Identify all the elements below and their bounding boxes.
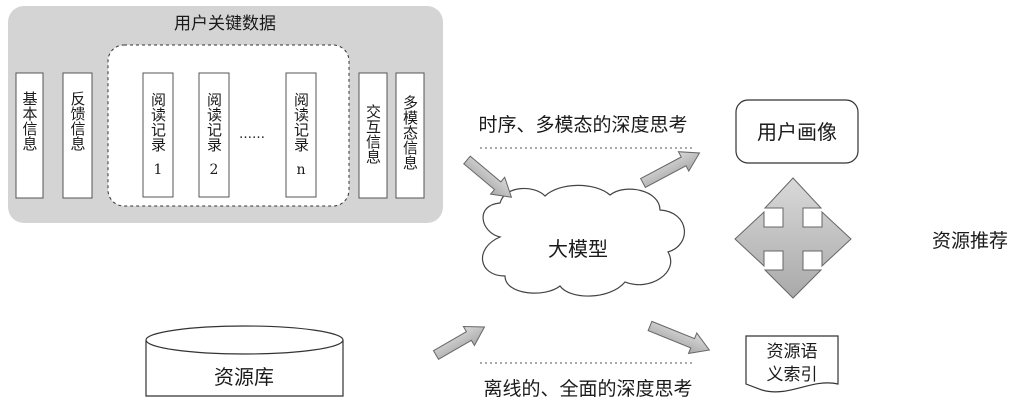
resource-library-cylinder: 资源库: [145, 325, 344, 397]
large-model-cloud: 大模型: [482, 184, 685, 297]
feedback-info-label: 反馈信息: [69, 91, 87, 151]
feedback-info-card: 反馈信息: [62, 72, 93, 199]
resource-library-label: 资源库: [214, 365, 274, 389]
arrow-model-to-profile: [639, 151, 701, 189]
bottom-thinking-label: 离线的、全面的深度思考: [483, 378, 692, 400]
four-way-arrow-icon: [734, 177, 852, 299]
arrow-library-to-model: [432, 325, 486, 361]
user-profile-label: 用户画像: [757, 120, 837, 144]
multimodal-info-label: 多模态信息: [401, 95, 419, 170]
reading-record-index: 1: [154, 162, 163, 178]
basic-info-card: 基本信息: [15, 72, 44, 199]
reading-record-label: 阅读记录: [205, 92, 223, 152]
interaction-info-card: 交互信息: [358, 72, 388, 199]
arrow-panel-to-model: [463, 155, 513, 198]
records-ellipsis: ……: [239, 127, 265, 142]
user-key-data-panel: 用户关键数据 基本信息 反馈信息 阅读记录 1 阅读记录 2 ……: [8, 6, 443, 223]
reading-record-2: 阅读记录 2: [198, 72, 230, 198]
interaction-info-label: 交互信息: [364, 103, 382, 164]
top-thinking-label: 时序、多模态的深度思考: [478, 114, 687, 136]
resource-semantic-index-doc: 资源语 义索引: [745, 335, 839, 393]
user-profile-box: 用户画像: [735, 99, 859, 164]
semantic-index-line-1: 资源语: [767, 342, 818, 362]
reading-record-label: 阅读记录: [149, 92, 167, 152]
semantic-index-line-2: 义索引: [767, 365, 818, 385]
reading-record-1: 阅读记录 1: [142, 72, 174, 198]
resource-recommendation-label: 资源推荐: [932, 230, 1008, 252]
reading-record-label: 阅读记录: [292, 92, 310, 152]
reading-record-index: n: [296, 162, 305, 178]
reading-records-group: 阅读记录 1 阅读记录 2 …… 阅读记录 n: [107, 44, 350, 207]
panel-title: 用户关键数据: [174, 14, 276, 34]
arrow-model-to-index: [647, 320, 711, 355]
reading-record-index: 2: [210, 162, 219, 178]
basic-info-label: 基本信息: [21, 91, 39, 151]
multimodal-info-card: 多模态信息: [395, 72, 425, 199]
reading-record-n: 阅读记录 n: [285, 72, 317, 198]
large-model-label: 大模型: [548, 237, 608, 261]
